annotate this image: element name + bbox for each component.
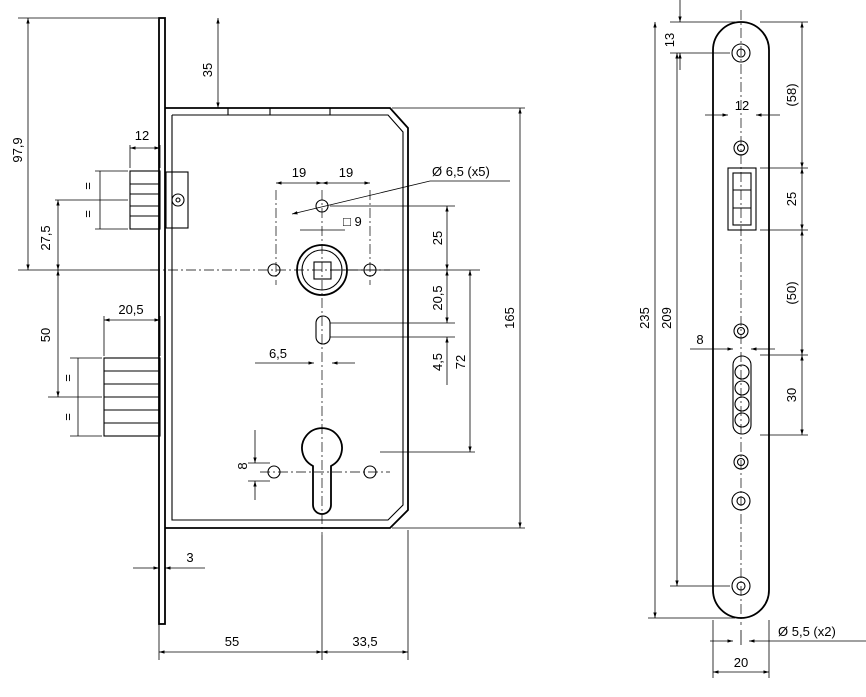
dim-hole-diameter: Ø 6,5 (x5) xyxy=(432,164,490,179)
dim-25-plate: 25 xyxy=(784,192,799,206)
left-dimensions: 97,9 35 12 = = 27,5 50 20,5 = xyxy=(10,17,525,660)
right-dimensions: 13 235 209 12 (58) 25 (50) 30 8 xyxy=(637,0,866,678)
equal-mark: = xyxy=(60,413,75,421)
lock-case-outline xyxy=(165,107,409,529)
dim-19-left: 19 xyxy=(292,165,306,180)
dim-35: 35 xyxy=(200,63,215,77)
dim-30: 30 xyxy=(784,388,799,402)
dim-27-5: 27,5 xyxy=(38,225,53,250)
dim-hole-diameter-plate: Ø 5,5 (x2) xyxy=(778,624,836,639)
latch-opening xyxy=(727,167,757,231)
dim-8-plate: 8 xyxy=(696,332,703,347)
dim-25-body: 25 xyxy=(430,231,445,245)
dim-12-plate: 12 xyxy=(735,98,749,113)
dim-72: 72 xyxy=(453,355,468,369)
dim-50-plate: (50) xyxy=(784,281,799,304)
dim-50: 50 xyxy=(38,328,53,342)
slot xyxy=(315,315,331,345)
dim-13: 13 xyxy=(662,33,677,47)
faceplate-front-view xyxy=(712,10,770,625)
lock-body-view xyxy=(103,17,409,625)
dim-square-9: □ 9 xyxy=(343,214,362,229)
dim-12-latch: 12 xyxy=(135,128,149,143)
dim-165: 165 xyxy=(502,307,517,329)
dim-19-right: 19 xyxy=(339,165,353,180)
equal-mark: = xyxy=(60,374,75,382)
cylinder-cutout xyxy=(301,427,343,515)
dim-209: 209 xyxy=(659,307,674,329)
dim-20-5-body: 20,5 xyxy=(430,285,445,310)
dim-3: 3 xyxy=(186,550,193,565)
dim-33-5: 33,5 xyxy=(352,634,377,649)
dim-58: (58) xyxy=(784,83,799,106)
dim-235: 235 xyxy=(637,307,652,329)
dim-20-5-bolt: 20,5 xyxy=(118,302,143,317)
latch-bolt xyxy=(129,170,189,230)
equal-mark: = xyxy=(80,210,95,218)
bolt-opening xyxy=(732,355,752,435)
dim-97-9: 97,9 xyxy=(10,137,25,162)
dim-6-5: 6,5 xyxy=(269,346,287,361)
dim-8-cylinder: 8 xyxy=(235,462,250,469)
dim-4-5: 4,5 xyxy=(430,353,445,371)
dim-20: 20 xyxy=(734,655,748,670)
faceplate-outline xyxy=(712,21,770,619)
equal-mark: = xyxy=(80,182,95,190)
screw-hole xyxy=(731,43,751,63)
dead-bolt xyxy=(103,357,161,437)
dim-55: 55 xyxy=(225,634,239,649)
